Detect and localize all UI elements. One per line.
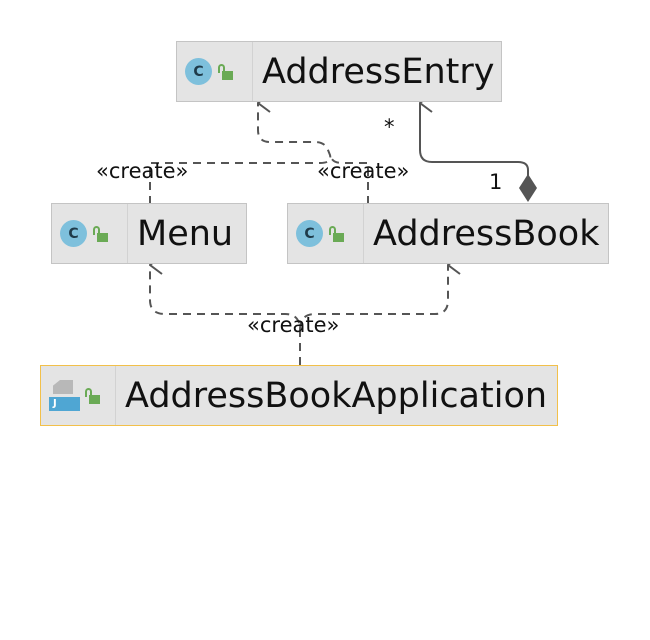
edge-label-create-addressbook: «create»	[317, 159, 410, 183]
edge-create-app-addressbook	[299, 265, 448, 331]
edge-composition-addressbook-addressentry	[419, 103, 529, 178]
class-name: AddressBookApplication	[125, 375, 548, 416]
class-node-menu[interactable]: C Menu	[51, 203, 247, 264]
class-icon: C	[60, 220, 87, 247]
unlocked-icon	[93, 225, 109, 242]
class-node-addressentry[interactable]: C AddressEntry	[176, 41, 502, 102]
edge-label-create-menu: «create»	[96, 159, 189, 183]
multiplicity-source: 1	[489, 170, 503, 194]
class-name: Menu	[137, 213, 234, 254]
composition-diamond	[519, 174, 537, 202]
edge-create-app-menu	[149, 265, 301, 365]
class-node-icons: C	[177, 42, 253, 101]
java-app-icon: J	[49, 380, 80, 411]
class-icon: C	[296, 220, 323, 247]
class-node-icons: C	[288, 204, 364, 263]
unlocked-icon	[329, 225, 345, 242]
unlocked-icon	[218, 63, 234, 80]
class-icon: C	[185, 58, 212, 85]
edge-create-addressbook-addressentry	[329, 154, 369, 204]
class-node-icons: J	[41, 366, 116, 425]
multiplicity-target: *	[384, 115, 395, 139]
class-node-icons: C	[52, 204, 128, 263]
class-node-addressbook[interactable]: C AddressBook	[287, 203, 609, 264]
edge-create-menu-addressentry	[149, 103, 332, 204]
class-name: AddressBook	[373, 213, 600, 254]
class-name: AddressEntry	[262, 51, 495, 92]
unlocked-icon	[85, 387, 101, 404]
class-node-addressbookapplication[interactable]: J AddressBookApplication	[40, 365, 558, 426]
edge-label-create-app: «create»	[247, 313, 340, 337]
